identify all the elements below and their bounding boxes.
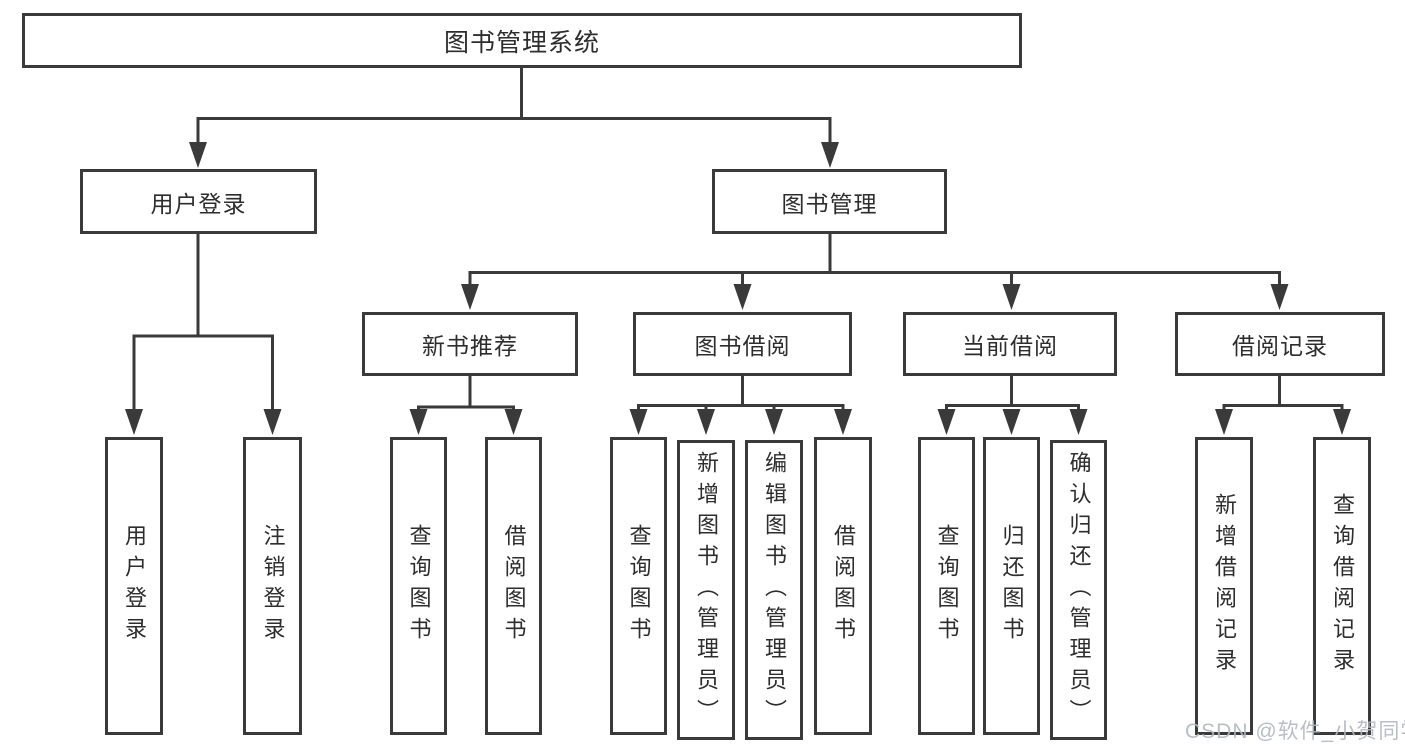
node-new-book-recommend: 新书推荐 [362, 312, 578, 376]
leaf-confirm-return-admin: 确认归还（管理员） [1050, 440, 1107, 740]
node-current-borrow: 当前借阅 [903, 312, 1117, 376]
leaf-edit-books-admin-label: 编辑图书（管理员） [762, 450, 787, 730]
leaf-return-books-label: 归还图书 [999, 524, 1025, 648]
leaf-user-login: 用户登录 [105, 437, 163, 735]
node-user-login: 用户登录 [80, 169, 317, 234]
leaf-add-books-admin: 新增图书（管理员） [677, 440, 735, 740]
leaf-query-borrow-record: 查询借阅记录 [1313, 437, 1371, 735]
leaf-logout: 注销登录 [243, 437, 302, 735]
node-root: 图书管理系统 [22, 13, 1022, 68]
leaf-query-books-recommend-label: 查询图书 [406, 524, 432, 648]
node-book-management: 图书管理 [712, 169, 947, 234]
leaf-query-books-current: 查询图书 [918, 437, 975, 735]
node-user-login-label: 用户登录 [150, 190, 247, 217]
node-root-label: 图书管理系统 [443, 28, 600, 57]
node-new-book-recommend-label: 新书推荐 [422, 333, 518, 359]
leaf-borrow-books-label: 借阅图书 [831, 524, 856, 648]
arrowheads [125, 142, 1351, 435]
leaf-edit-books-admin: 编辑图书（管理员） [745, 440, 803, 740]
node-borrow-record-label: 借阅记录 [1232, 333, 1328, 359]
node-book-borrow-label: 图书借阅 [694, 333, 791, 359]
leaf-user-login-label: 用户登录 [122, 524, 147, 648]
node-book-management-label: 图书管理 [781, 190, 878, 217]
leaf-add-borrow-record-label: 新增借阅记录 [1212, 493, 1237, 679]
leaf-add-books-admin-label: 新增图书（管理员） [694, 450, 719, 730]
leaf-confirm-return-admin-label: 确认归还（管理员） [1066, 450, 1092, 730]
leaf-query-borrow-record-label: 查询借阅记录 [1330, 493, 1355, 679]
leaf-borrow-books: 借阅图书 [814, 437, 872, 735]
leaf-query-books-borrow: 查询图书 [610, 437, 667, 735]
leaf-add-borrow-record: 新增借阅记录 [1195, 437, 1253, 735]
leaf-borrow-books-recommend: 借阅图书 [485, 437, 542, 735]
leaf-return-books: 归还图书 [983, 437, 1040, 735]
leaf-query-books-recommend: 查询图书 [390, 437, 447, 735]
node-borrow-record: 借阅记录 [1175, 312, 1385, 376]
leaf-query-books-current-label: 查询图书 [934, 524, 960, 648]
csdn-watermark: CSDN @软件_小贺同学 [1185, 720, 1405, 743]
leaf-logout-label: 注销登录 [260, 524, 286, 648]
leaf-borrow-books-recommend-label: 借阅图书 [501, 524, 527, 648]
leaf-query-books-borrow-label: 查询图书 [626, 524, 652, 648]
node-book-borrow: 图书借阅 [633, 312, 852, 376]
node-current-borrow-label: 当前借阅 [962, 333, 1058, 359]
